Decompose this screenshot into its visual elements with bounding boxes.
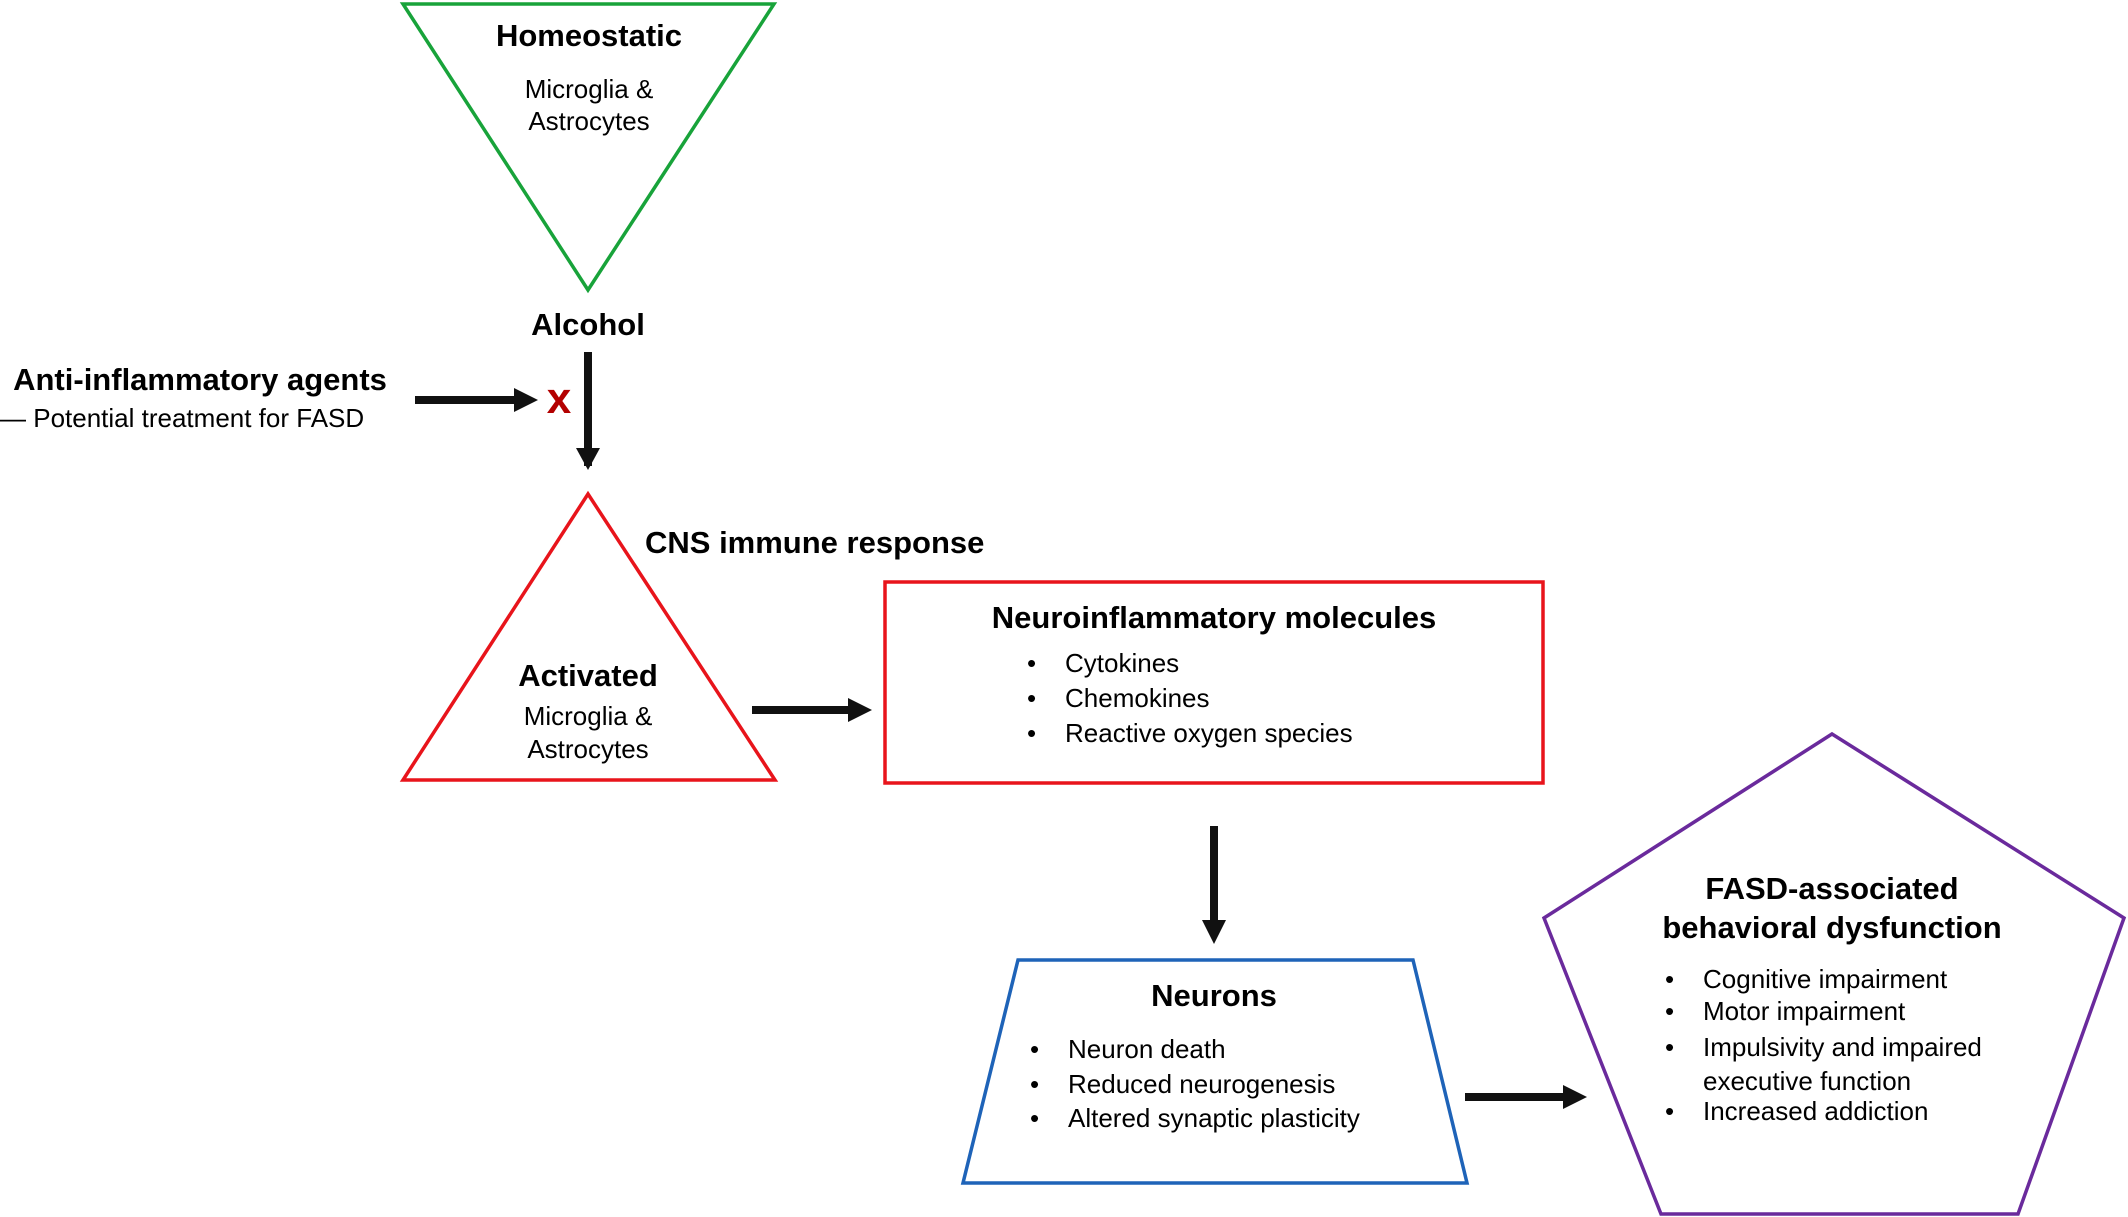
alcohol-arrow-head xyxy=(576,448,600,470)
neuroinflammatory-title: Neuroinflammatory molecules xyxy=(992,600,1436,635)
fasd-item: Increased addiction xyxy=(1703,1096,1928,1126)
activated-triangle xyxy=(399,490,779,782)
homeostatic-line2: Astrocytes xyxy=(528,106,649,136)
fasd-node: FASD-associated behavioral dysfunction •… xyxy=(1541,731,2127,1216)
activated-line2: Astrocytes xyxy=(527,734,648,764)
fasd-title-line2: behavioral dysfunction xyxy=(1662,910,2001,945)
activated-title: Activated xyxy=(518,658,658,693)
bullet-marker: • xyxy=(1027,683,1036,713)
block-x-icon: x xyxy=(547,374,572,423)
neurons-to-fasd-arrow-head xyxy=(1563,1085,1587,1109)
fasd-item-continued: executive function xyxy=(1703,1066,1911,1096)
neurons-item: Reduced neurogenesis xyxy=(1068,1069,1335,1099)
bullet-marker: • xyxy=(1030,1069,1039,1099)
neuroinflammatory-item: Chemokines xyxy=(1065,683,1210,713)
homeostatic-triangle xyxy=(399,2,778,294)
bullet-marker: • xyxy=(1030,1103,1039,1133)
fasd-title-line1: FASD-associated xyxy=(1705,871,1958,906)
neuroinflammatory-item: Cytokines xyxy=(1065,648,1179,678)
fasd-item: Impulsivity and impaired xyxy=(1703,1032,1982,1062)
bullet-marker: • xyxy=(1665,1032,1674,1062)
homeostatic-title: Homeostatic xyxy=(496,18,682,53)
bullet-marker: • xyxy=(1027,648,1036,678)
fasd-item: Motor impairment xyxy=(1703,996,1906,1026)
bullet-marker: • xyxy=(1027,718,1036,748)
neurons-trapezoid xyxy=(960,958,1470,1185)
homeostatic-node: Homeostatic Microglia & Astrocytes xyxy=(399,2,778,294)
anti-inflammatory-title: Anti-inflammatory agents xyxy=(13,362,387,397)
neurons-node: Neurons • Neuron death • Reduced neuroge… xyxy=(960,958,1470,1185)
anti-inflammatory-subtitle: — Potential treatment for FASD xyxy=(0,403,364,433)
neuroinflammatory-node: Neuroinflammatory molecules • Cytokines … xyxy=(883,580,1545,785)
bullet-marker: • xyxy=(1665,964,1674,994)
homeostatic-line1: Microglia & xyxy=(525,74,654,104)
alcohol-label: Alcohol xyxy=(531,307,645,342)
neurons-title: Neurons xyxy=(1151,978,1277,1013)
cns-immune-response-label: CNS immune response xyxy=(645,525,984,560)
activated-to-molecules-arrow-head xyxy=(848,698,872,722)
neurons-item: Altered synaptic plasticity xyxy=(1068,1103,1360,1133)
fasd-item: Cognitive impairment xyxy=(1703,964,1948,994)
anti-inflammatory-arrow-head xyxy=(514,388,538,412)
neuroinflammatory-box xyxy=(883,580,1545,785)
bullet-marker: • xyxy=(1665,1096,1674,1126)
neurons-item: Neuron death xyxy=(1068,1034,1226,1064)
fasd-pentagon xyxy=(1541,731,2127,1216)
molecules-to-neurons-arrow-head xyxy=(1202,920,1226,944)
bullet-marker: • xyxy=(1665,996,1674,1026)
activated-node: Activated Microglia & Astrocytes xyxy=(399,490,779,782)
bullet-marker: • xyxy=(1030,1034,1039,1064)
neuroinflammatory-item: Reactive oxygen species xyxy=(1065,718,1353,748)
activated-line1: Microglia & xyxy=(524,701,653,731)
